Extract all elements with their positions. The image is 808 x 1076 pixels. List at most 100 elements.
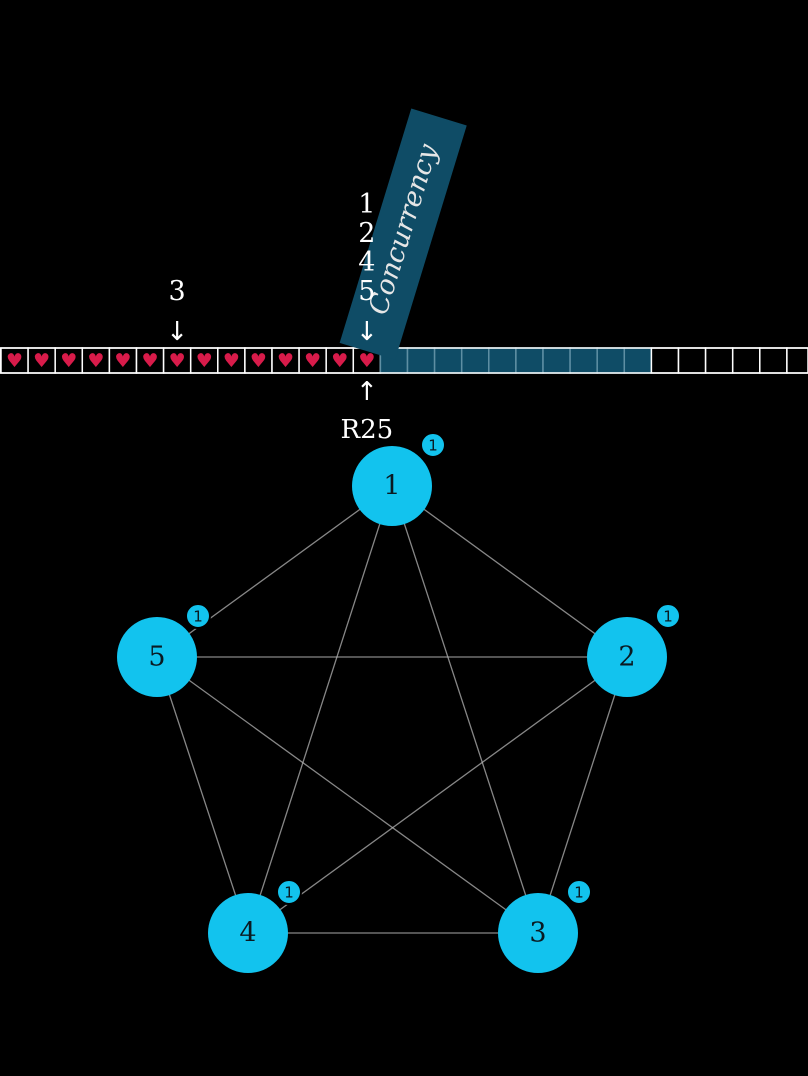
upper-marker: 3↓: [166, 276, 188, 347]
empty-slot: [786, 347, 808, 374]
log-slot: [460, 347, 490, 374]
graph-edge-1-3: [391, 485, 539, 934]
log-slot: [677, 347, 707, 374]
concurrency-slot: [488, 347, 517, 374]
down-arrow-icon: ↓: [356, 317, 378, 347]
empty-slot: [677, 347, 707, 374]
node-badge: [566, 879, 592, 905]
down-arrow-icon: ↓: [166, 317, 188, 347]
heart-icon: ♥: [114, 350, 131, 372]
up-arrow-icon: ↑: [356, 377, 378, 407]
log-slot: [650, 347, 680, 374]
node-circle[interactable]: [498, 893, 578, 973]
log-slot: ♥: [217, 347, 246, 374]
marker-label: 5: [358, 276, 375, 307]
node-badge-label: 1: [193, 608, 203, 626]
log-strip: ♥♥♥♥♥♥♥♥♥♥♥♥♥♥: [0, 347, 808, 374]
log-slot: [488, 347, 517, 374]
graph-edge-4-5: [156, 656, 249, 934]
node-3[interactable]: 31: [498, 879, 592, 973]
node-label: 3: [529, 918, 546, 949]
log-slot: ♥: [81, 347, 111, 374]
heart-icon: ♥: [304, 350, 321, 372]
heart-icon: ♥: [6, 350, 23, 372]
heart-icon: ♥: [87, 350, 104, 372]
log-slot: ♥: [271, 347, 300, 374]
node-label: 2: [618, 642, 635, 673]
node-circle[interactable]: [352, 446, 432, 526]
concurrency-slot: [406, 347, 436, 374]
log-slot: [569, 347, 598, 374]
graph-edge-2-3: [537, 656, 628, 934]
heart-icon: ♥: [250, 350, 267, 372]
marker-label: 1: [358, 189, 375, 220]
node-circle[interactable]: [587, 617, 667, 697]
log-slot: ♥: [0, 347, 29, 374]
graph-edge-2-4: [247, 656, 628, 934]
concurrency-slot: [542, 347, 571, 374]
log-slot: [542, 347, 571, 374]
marker-label: 4: [358, 247, 375, 278]
node-label: 1: [383, 471, 400, 502]
log-slot: ♥: [27, 347, 56, 374]
heart-icon: ♥: [60, 350, 77, 372]
concurrency-slot: [515, 347, 544, 374]
log-slot: ♥: [244, 347, 273, 374]
read-index-label: R25: [341, 415, 394, 445]
marker-label: 3: [169, 276, 186, 307]
log-slot: [406, 347, 436, 374]
node-label: 4: [239, 918, 256, 949]
graph-edges: [156, 485, 628, 934]
empty-slot: [759, 347, 788, 374]
concurrency-slot: [569, 347, 598, 374]
heart-icon: ♥: [223, 350, 240, 372]
log-strip-frame: [0, 347, 808, 374]
node-badge: [420, 432, 446, 458]
node-2[interactable]: 21: [587, 603, 681, 697]
graph-edge-1-5: [156, 485, 393, 658]
heart-icon: ♥: [142, 350, 159, 372]
node-badge-label: 1: [428, 437, 438, 455]
log-slot: [596, 347, 626, 374]
node-circle[interactable]: [208, 893, 288, 973]
log-slot: [731, 347, 761, 374]
heart-icon: ♥: [277, 350, 294, 372]
log-slot: [623, 347, 653, 374]
heart-icon: ♥: [358, 350, 375, 372]
empty-slot: [731, 347, 761, 374]
heart-icon: ♥: [169, 350, 186, 372]
log-slot: ♥: [189, 347, 219, 374]
node-1[interactable]: 11: [352, 432, 446, 526]
graph-edge-3-5: [156, 656, 539, 934]
log-slot: [759, 347, 788, 374]
concurrency-slot: [623, 347, 653, 374]
heart-icon: ♥: [196, 350, 213, 372]
log-slot: ♥: [162, 347, 192, 374]
lower-marker: ↑ R25: [341, 377, 394, 445]
log-slot: [515, 347, 544, 374]
concurrency-banner-bg: [339, 108, 467, 360]
node-badge: [185, 603, 211, 629]
empty-slot: [704, 347, 734, 374]
node-circle[interactable]: [117, 617, 197, 697]
log-slot: ♥: [135, 347, 165, 374]
concurrency-slot: [460, 347, 490, 374]
node-badge-label: 1: [663, 608, 673, 626]
committed-slot: [271, 347, 300, 374]
concurrency-slot: [596, 347, 626, 374]
node-label: 5: [148, 642, 165, 673]
empty-slot: [650, 347, 680, 374]
concurrency-slot: [433, 347, 463, 374]
heart-icon: ♥: [33, 350, 50, 372]
node-4[interactable]: 41: [208, 879, 302, 973]
node-5[interactable]: 51: [117, 603, 211, 697]
graph-edge-1-2: [391, 485, 628, 658]
log-slot: ♥: [108, 347, 138, 374]
node-badge-label: 1: [574, 884, 584, 902]
log-slot: [786, 347, 808, 374]
